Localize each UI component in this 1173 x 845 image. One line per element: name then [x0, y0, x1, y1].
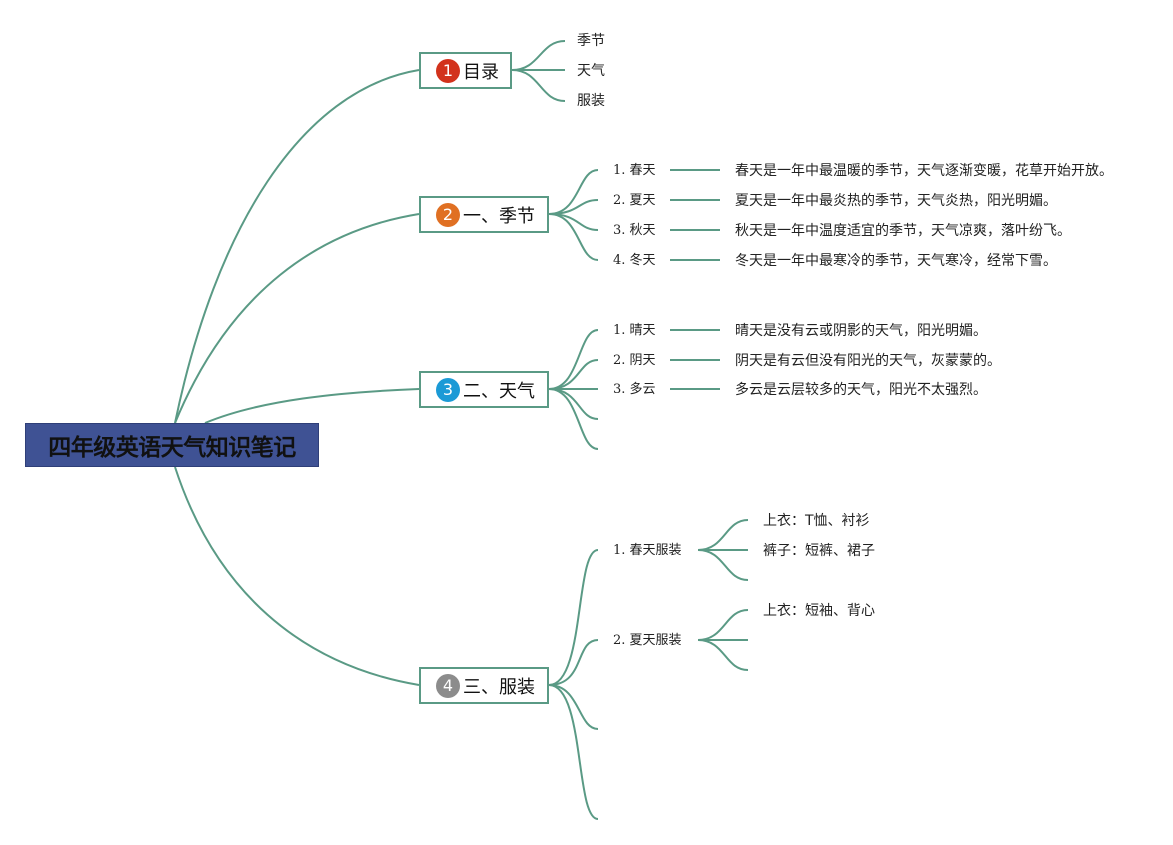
weather-cloudy[interactable]: 3. 多云: [613, 382, 656, 397]
season-autumn[interactable]: 3. 秋天: [613, 223, 656, 238]
number-badge-4: 4: [436, 673, 460, 698]
clothing-summer-tops: 上衣：短袖、背心: [763, 603, 875, 619]
toc-item-seasons[interactable]: 季节: [577, 33, 605, 49]
clothing-summer[interactable]: 2. 夏天服装: [613, 633, 682, 648]
topic-clothing-label: 三、服装: [463, 676, 535, 698]
weather-sunny-desc: 晴天是没有云或阴影的天气，阳光明媚。: [735, 323, 987, 339]
season-autumn-desc: 秋天是一年中温度适宜的季节，天气凉爽，落叶纷飞。: [735, 223, 1071, 239]
root-node[interactable]: 四年级英语天气知识笔记: [25, 423, 319, 467]
season-summer[interactable]: 2. 夏天: [613, 193, 656, 208]
topic-toc-label: 目录: [463, 61, 499, 83]
number-badge-2: 2: [436, 202, 460, 227]
season-winter[interactable]: 4. 冬天: [613, 253, 656, 268]
edge-root-seasons: [174, 213, 420, 424]
toc-item-clothing[interactable]: 服装: [577, 93, 605, 109]
clothing-spring[interactable]: 1. 春天服装: [613, 543, 682, 558]
season-winter-desc: 冬天是一年中最寒冷的季节，天气寒冷，经常下雪。: [735, 253, 1057, 269]
edge-root-weather: [204, 388, 420, 424]
topic-clothing[interactable]: 4 三、服装: [419, 667, 549, 704]
topic-toc[interactable]: 1 目录: [419, 52, 512, 89]
topic-weather-label: 二、天气: [463, 380, 535, 402]
edge-root-clothing: [174, 466, 420, 686]
season-summer-desc: 夏天是一年中最炎热的季节，天气炎热，阳光明媚。: [735, 193, 1057, 209]
weather-overcast[interactable]: 2. 阴天: [613, 353, 656, 368]
season-spring[interactable]: 1. 春天: [613, 163, 656, 178]
edge-root-toc: [174, 69, 420, 424]
weather-sunny[interactable]: 1. 晴天: [613, 323, 656, 338]
toc-item-weather[interactable]: 天气: [577, 63, 605, 79]
topic-seasons[interactable]: 2 一、季节: [419, 196, 549, 233]
clothing-spring-bottoms: 裤子：短裤、裙子: [763, 543, 875, 559]
topic-seasons-label: 一、季节: [463, 205, 535, 227]
weather-cloudy-desc: 多云是云层较多的天气，阳光不太强烈。: [735, 382, 987, 398]
clothing-spring-tops: 上衣：T恤、衬衫: [763, 513, 870, 529]
season-spring-desc: 春天是一年中最温暖的季节，天气逐渐变暖，花草开始开放。: [735, 163, 1113, 179]
number-badge-3: 3: [436, 377, 460, 402]
weather-overcast-desc: 阴天是有云但没有阳光的天气，灰蒙蒙的。: [735, 353, 1001, 369]
root-title: 四年级英语天气知识笔记: [48, 435, 296, 461]
topic-weather[interactable]: 3 二、天气: [419, 371, 549, 408]
number-badge-1: 1: [436, 58, 460, 83]
